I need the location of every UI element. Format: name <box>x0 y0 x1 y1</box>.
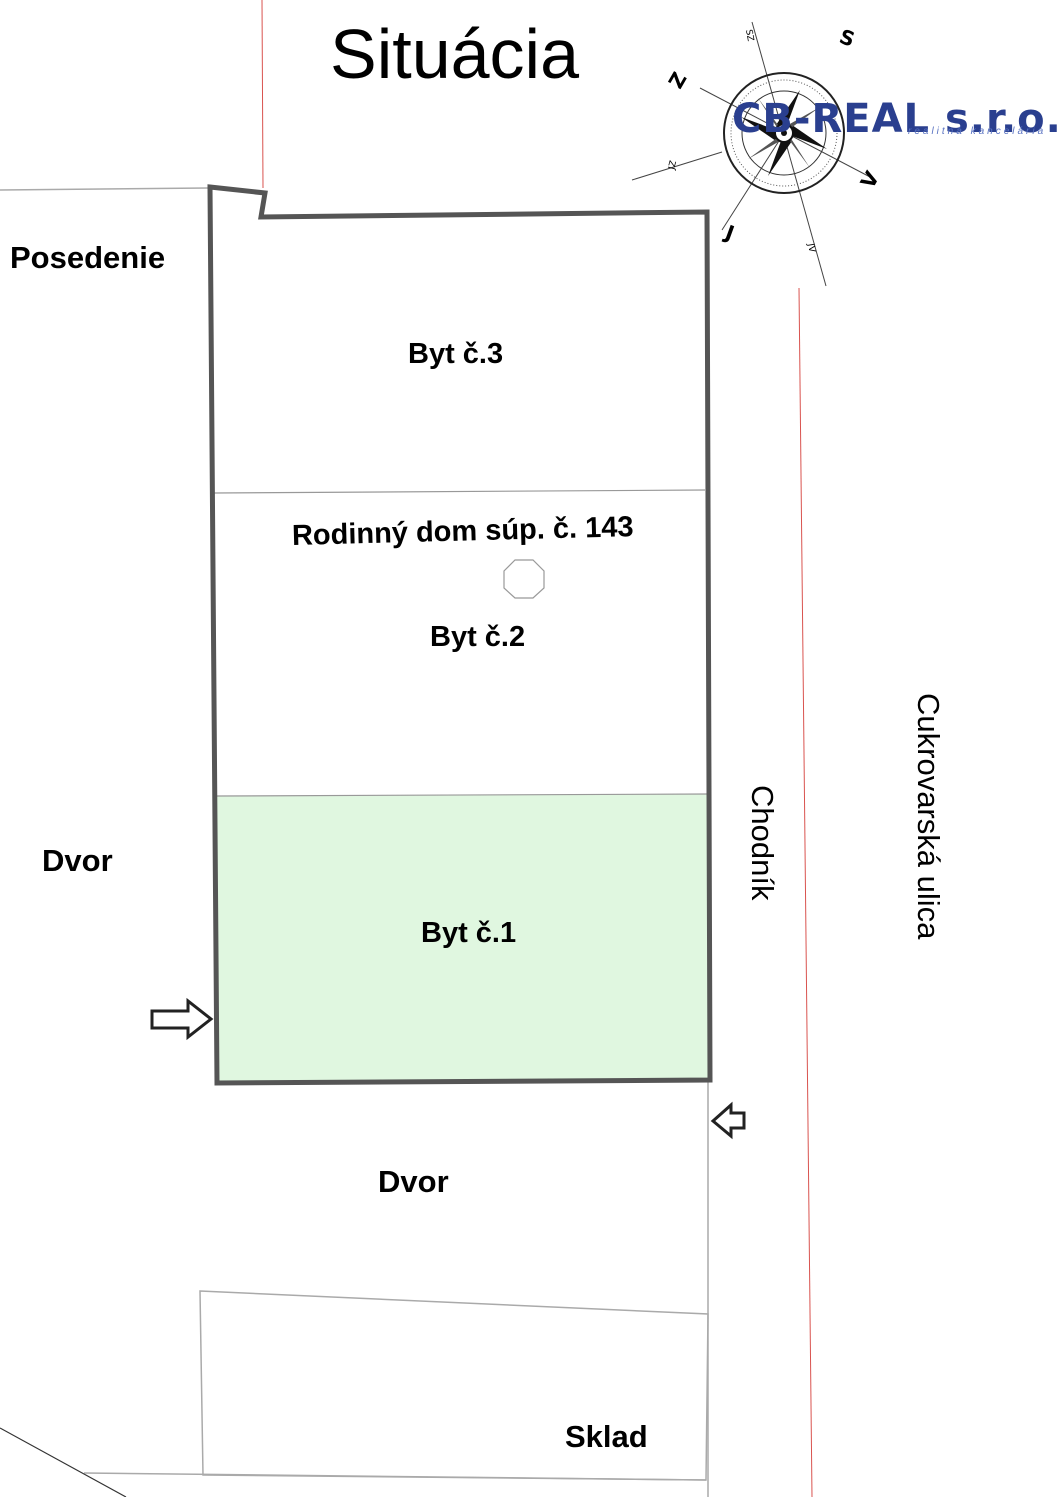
company-logo-subtitle: realitná kancelária <box>908 126 1047 137</box>
division-byt2-byt1 <box>216 793 708 797</box>
entrance-arrow-right <box>710 1101 746 1140</box>
label-dvor-left: Dvor <box>42 843 113 878</box>
company-logo: CB-REAL s.r.o. <box>732 96 1058 142</box>
compass-sz: SZ <box>743 29 755 42</box>
compass-v: V <box>856 167 885 193</box>
division-byt3-byt2 <box>213 489 706 494</box>
label-dvor-bottom: Dvor <box>378 1164 449 1199</box>
compass-j: J <box>720 219 737 245</box>
byt1-area <box>217 794 710 1083</box>
page-title: Situácia <box>330 15 580 93</box>
label-sklad: Sklad <box>565 1419 648 1454</box>
property-line-top <box>0 187 209 191</box>
diagonal-line <box>0 1427 127 1497</box>
compass-rose: S Z V J SZ JZ JV <box>631 21 885 287</box>
compass-z: Z <box>664 68 692 93</box>
compass-jv: JV <box>805 242 817 254</box>
compass-s: S <box>836 24 858 51</box>
entrance-arrow-left <box>150 997 214 1041</box>
label-chodnik: Chodník <box>745 785 780 901</box>
label-posedenie: Posedenie <box>10 240 166 275</box>
property-line-bottom <box>83 1472 707 1481</box>
label-byt2: Byt č.2 <box>430 621 526 653</box>
chimney-symbol <box>503 559 545 599</box>
label-street: Cukrovarská ulica <box>911 693 946 940</box>
compass-jz: JZ <box>667 160 679 172</box>
label-byt1: Byt č.1 <box>421 917 517 949</box>
label-byt3: Byt č.3 <box>408 338 504 370</box>
parcel-boundary-top <box>261 0 264 189</box>
house-outline <box>207 184 713 1086</box>
street-boundary <box>798 287 813 1497</box>
